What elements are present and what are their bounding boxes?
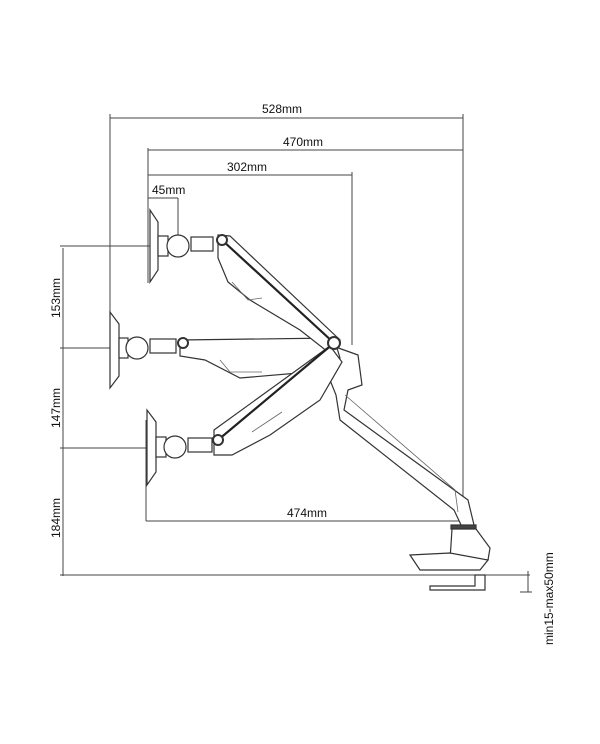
base-arm-and-clamp: [325, 344, 491, 591]
label-reach-width: 470mm: [283, 135, 323, 149]
label-tilt-depth: 45mm: [152, 183, 185, 197]
label-desk-thickness: min15-max50mm: [542, 552, 556, 645]
upper-arm-top: [217, 234, 341, 353]
monitor-head-middle: [109, 310, 177, 390]
label-lower-reach: 474mm: [287, 506, 327, 520]
monitor-head-top: [149, 208, 214, 284]
label-elbow-width: 302mm: [227, 160, 267, 174]
label-overall-width: 528mm: [262, 102, 302, 116]
dimension-lines: [60, 114, 532, 593]
joints: [177, 234, 341, 446]
label-upper-height: 153mm: [49, 278, 63, 318]
label-base-height: 184mm: [49, 498, 63, 538]
label-lower-height: 147mm: [49, 388, 63, 428]
monitor-head-bottom: [146, 408, 213, 487]
